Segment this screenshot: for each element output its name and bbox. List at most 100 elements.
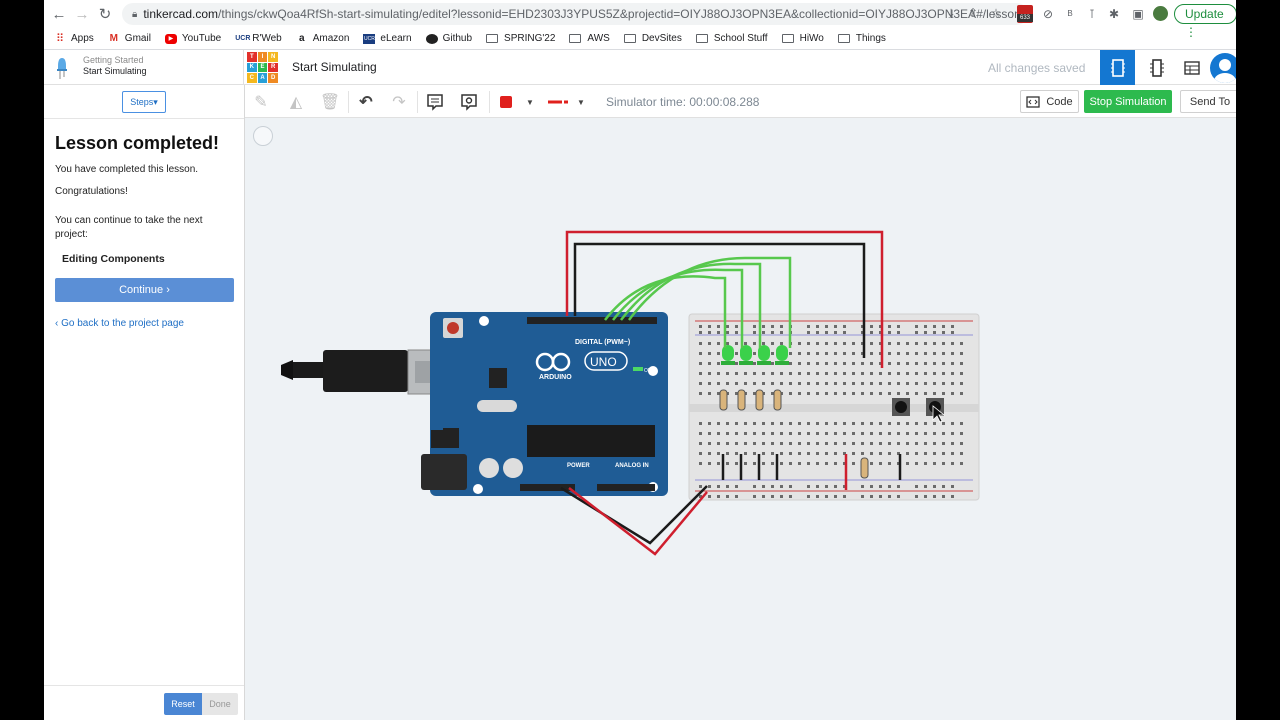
bookmark-folder-things[interactable]: Things bbox=[837, 33, 886, 44]
download-icon[interactable]: ⤓ bbox=[948, 6, 954, 20]
wires[interactable] bbox=[560, 230, 902, 556]
bookmark-label: Amazon bbox=[312, 33, 350, 44]
undo-icon[interactable]: ↶ bbox=[359, 94, 373, 111]
mirror-icon[interactable]: ◭ bbox=[289, 94, 303, 111]
bookmark-label: eLearn bbox=[380, 33, 412, 44]
note-pen-icon[interactable]: ✎ bbox=[254, 94, 268, 111]
folder-icon bbox=[623, 34, 636, 43]
notes-visibility-icon[interactable] bbox=[458, 91, 480, 113]
back-arrow-icon[interactable]: ← bbox=[51, 5, 67, 23]
reset-button[interactable]: Reset bbox=[164, 693, 202, 715]
power-label: POWER bbox=[567, 463, 590, 469]
bookmark-folder-hiwo[interactable]: HiWo bbox=[781, 33, 824, 44]
resistors[interactable] bbox=[719, 389, 869, 479]
bookmark-folder-school-stuff[interactable]: School Stuff bbox=[695, 33, 768, 44]
update-label: Update bbox=[1185, 7, 1224, 21]
extension-calendar-icon[interactable]: 633 bbox=[1017, 5, 1033, 23]
extension-badge: 633 bbox=[1017, 14, 1033, 22]
tinkercad-logo[interactable]: T I N K E R C A D bbox=[247, 52, 278, 83]
url-host: tinkercad.com bbox=[143, 7, 219, 21]
continue-button[interactable]: Continue › bbox=[55, 278, 234, 302]
wire-type-icon[interactable] bbox=[547, 91, 569, 113]
design-title[interactable]: Start Simulating bbox=[292, 60, 377, 74]
code-icon bbox=[1026, 95, 1040, 108]
back-to-project-link[interactable]: ‹ Go back to the project page bbox=[55, 318, 184, 329]
on-led-label: ON bbox=[644, 368, 652, 374]
extension-pin-icon[interactable]: ⊺ bbox=[1088, 7, 1096, 21]
code-button[interactable]: Code bbox=[1020, 90, 1079, 113]
folder-icon bbox=[695, 34, 708, 43]
stop-simulation-button[interactable]: Stop Simulation bbox=[1084, 90, 1172, 113]
reload-icon[interactable]: ↻ bbox=[98, 6, 112, 23]
bookmark-github[interactable]: Github bbox=[425, 33, 473, 44]
browser-toolbar: ← → ↻ 🔒︎ tinkercad.com/things/ckwQoa4RfS… bbox=[44, 0, 1236, 39]
bookmark-folder-spring22[interactable]: SPRING'22 bbox=[486, 33, 555, 44]
done-button[interactable]: Done bbox=[202, 693, 238, 715]
bookmark-apps[interactable]: ⠿Apps bbox=[54, 33, 94, 44]
next-project-name: Editing Components bbox=[62, 253, 165, 265]
extension-b-icon[interactable]: B bbox=[1067, 9, 1073, 18]
trash-icon[interactable]: 🗑︎ bbox=[319, 94, 341, 111]
logo-cell: A bbox=[257, 73, 268, 83]
circuit-canvas[interactable]: DIGITAL (PWM~) ARDUINO UNO ON bbox=[245, 118, 1236, 720]
logo-cell: D bbox=[268, 73, 278, 83]
uno-model: UNO bbox=[590, 355, 617, 369]
breadcrumb-current: Start Simulating bbox=[83, 66, 147, 76]
browser-window: ← → ↻ 🔒︎ tinkercad.com/things/ckwQoa4RfS… bbox=[44, 0, 1236, 720]
share-icon[interactable]: ⇪ bbox=[967, 6, 979, 20]
zoom-to-fit-icon[interactable] bbox=[253, 126, 273, 146]
lock-icon: 🔒︎ bbox=[132, 8, 138, 20]
code-label: Code bbox=[1046, 95, 1073, 108]
user-avatar[interactable] bbox=[1210, 53, 1236, 83]
steps-button[interactable]: Steps▾ bbox=[122, 91, 166, 113]
bookmark-label: Github bbox=[442, 33, 473, 44]
circuit-view-button[interactable] bbox=[1100, 50, 1135, 85]
youtube-icon: ▶ bbox=[164, 33, 177, 44]
notes-glyph bbox=[427, 94, 443, 111]
forward-arrow-icon[interactable]: → bbox=[74, 5, 90, 23]
save-status: All changes saved bbox=[988, 61, 1086, 75]
bookmark-label: SPRING'22 bbox=[504, 33, 556, 44]
schematic-view-button[interactable] bbox=[1139, 50, 1174, 85]
lesson-breadcrumb[interactable]: Getting Started Start Simulating bbox=[44, 50, 244, 85]
green-leds[interactable] bbox=[721, 345, 789, 365]
apps-grid-icon: ⠿ bbox=[55, 32, 65, 45]
bookmark-folder-aws[interactable]: AWS bbox=[569, 33, 610, 44]
folder-icon bbox=[569, 34, 582, 43]
block-icon[interactable]: ⊘ bbox=[1042, 7, 1054, 21]
sidepanel-icon[interactable]: ▣ bbox=[1132, 7, 1144, 21]
component-list-button[interactable] bbox=[1174, 50, 1209, 85]
address-bar[interactable]: 🔒︎ tinkercad.com/things/ckwQoa4RfSh-star… bbox=[122, 3, 1028, 25]
toolbar-divider bbox=[417, 91, 418, 113]
mouse-cursor bbox=[932, 405, 946, 423]
table-icon bbox=[1183, 60, 1200, 75]
wire-color-swatch[interactable] bbox=[500, 96, 512, 108]
bookmark-youtube[interactable]: ▶YouTube bbox=[164, 33, 221, 44]
send-to-button[interactable]: Send To bbox=[1180, 90, 1236, 113]
breadboard[interactable] bbox=[688, 313, 980, 501]
color-dropdown-icon[interactable]: ▼ bbox=[526, 97, 534, 107]
arduino-brand: ARDUINO bbox=[539, 374, 572, 381]
app-header: Getting Started Start Simulating T I N K… bbox=[44, 50, 1236, 85]
logo-cell: N bbox=[268, 52, 278, 62]
logo-cell: E bbox=[257, 62, 268, 73]
update-button[interactable]: Update ⋮ bbox=[1174, 4, 1236, 39]
bookmark-folder-devsites[interactable]: DevSites bbox=[623, 33, 682, 44]
breadboard-holes bbox=[699, 325, 963, 498]
profile-icon[interactable] bbox=[1153, 6, 1168, 21]
extensions-puzzle-icon[interactable]: ✱ bbox=[1108, 7, 1120, 21]
redo-icon[interactable]: ↷ bbox=[392, 94, 406, 111]
bookmark-star-icon[interactable]: ☆ bbox=[990, 6, 1002, 20]
arduino-logo bbox=[535, 352, 571, 372]
notes-icon[interactable] bbox=[424, 91, 446, 113]
arduino-uno-board[interactable]: DIGITAL (PWM~) ARDUINO UNO ON bbox=[421, 312, 668, 496]
lesson-text: Congratulations! bbox=[55, 186, 128, 197]
folder-icon bbox=[781, 34, 794, 43]
wire-type-dropdown-icon[interactable]: ▼ bbox=[577, 97, 585, 107]
digital-pins-label: DIGITAL (PWM~) bbox=[575, 339, 630, 346]
